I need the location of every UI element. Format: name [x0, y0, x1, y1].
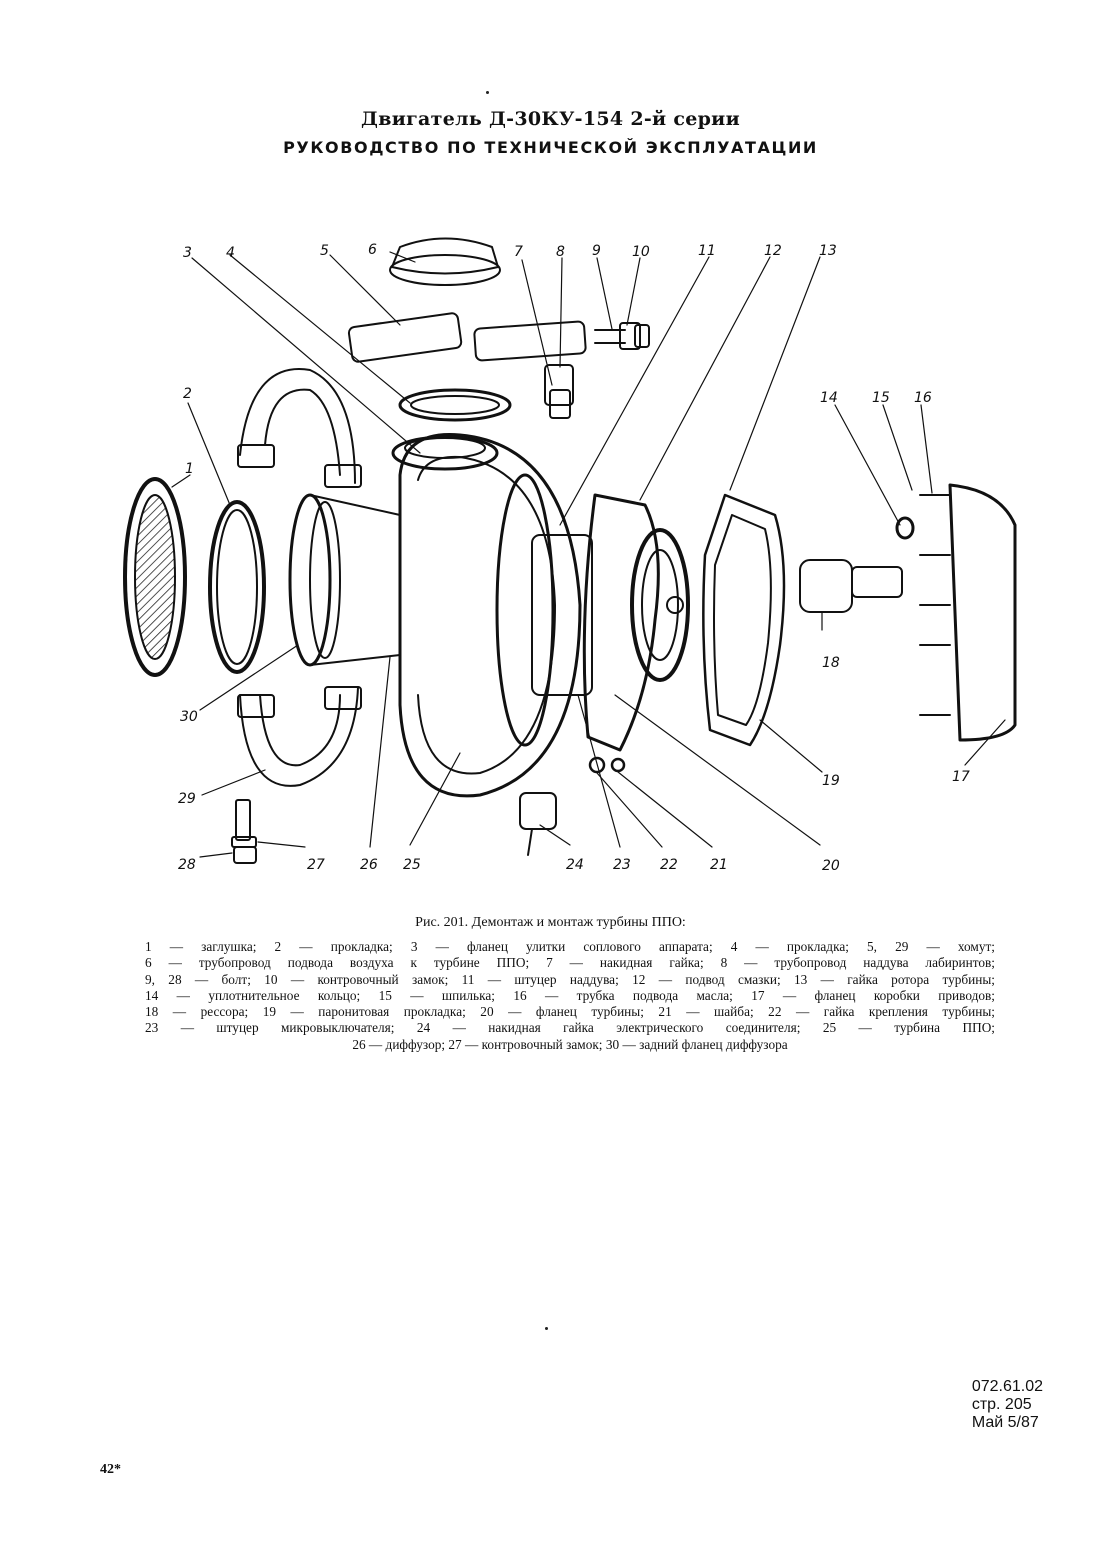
callout-1: 1 [185, 461, 194, 477]
callout-24: 24 [566, 857, 584, 873]
legend-line: 14 — уплотнительное кольцо; 15 — шпилька… [145, 987, 995, 1003]
part-diffuser [288, 493, 401, 667]
leader-lines [171, 251, 1006, 858]
callout-30: 30 [180, 709, 198, 725]
legend-line: 18 — рессора; 19 — паронитовая прокладка… [145, 1004, 995, 1020]
callout-22: 22 [660, 857, 678, 873]
callout-2: 2 [183, 386, 192, 402]
part-bolt-lock [594, 322, 650, 350]
callout-labels: 1 2 3 4 5 6 7 8 9 10 11 12 13 14 15 16 1… [178, 242, 970, 874]
callout-14: 14 [820, 390, 838, 406]
print-speck [486, 91, 489, 94]
part-paronite-gasket [702, 493, 786, 747]
part-turbine-volute [391, 433, 582, 798]
callout-21: 21 [710, 857, 728, 873]
header-title: Двигатель Д-30КУ-154 2-й серии [361, 108, 740, 130]
legend-line: 9, 28 — болт; 10 — контровочный замок; 1… [145, 971, 995, 987]
part-plug [123, 477, 187, 677]
callout-27: 27 [307, 857, 325, 873]
part-drive-box-flange [919, 483, 1017, 742]
part-turbine-body [495, 473, 593, 747]
callout-5: 5 [320, 243, 329, 259]
part-fastening-nut [588, 756, 606, 774]
part-turbine-flange [582, 493, 690, 752]
callout-8: 8 [556, 244, 565, 260]
callout-25: 25 [403, 857, 421, 873]
callout-12: 12 [764, 243, 782, 259]
part-air-supply-pipe [389, 237, 501, 286]
part-washer [610, 757, 626, 773]
callout-17: 17 [952, 769, 970, 785]
callout-11: 11 [698, 243, 716, 259]
legend-line: 6 — трубопровод подвода воздуха к турбин… [145, 955, 995, 971]
sheet-mark: 42* [100, 1462, 121, 1477]
callout-7: 7 [514, 244, 523, 260]
callout-20: 20 [822, 858, 840, 874]
callout-10: 10 [632, 244, 650, 260]
legend-line: 26 — диффузор; 27 — контровочный замок; … [352, 1036, 788, 1052]
callout-26: 26 [360, 857, 378, 873]
header-subtitle: РУКОВОДСТВО ПО ТЕХНИЧЕСКОЙ ЭКСПЛУАТАЦИИ [283, 138, 818, 157]
page-number: стр. 205 [971, 1396, 1032, 1413]
part-volute-flange [398, 388, 512, 422]
doc-code: 072.61.02 [971, 1378, 1043, 1395]
callout-4: 4 [226, 245, 235, 261]
turbine-exploded-diagram: 1 2 3 4 5 6 7 8 9 10 11 12 13 14 15 16 1… [123, 237, 1017, 874]
doc-reference-block: 072.61.02 стр. 205 Май 5/87 [972, 1378, 1043, 1432]
callout-18: 18 [822, 655, 840, 671]
part-gasket-ring [208, 500, 266, 674]
callout-28: 28 [178, 857, 196, 873]
callout-13: 13 [819, 243, 837, 259]
part-connector-nut [519, 792, 557, 856]
callout-29: 29 [178, 791, 196, 807]
part-spline-shaft [799, 559, 903, 613]
callout-3: 3 [183, 245, 192, 261]
callout-15: 15 [872, 390, 890, 406]
part-clamp-small [347, 312, 587, 363]
legend-line: 1 — заглушка; 2 — прокладка; 3 — фланец … [145, 939, 995, 954]
figure-caption: Рис. 201. Демонтаж и монтаж турбины ППО: [415, 915, 686, 930]
callout-16: 16 [914, 390, 932, 406]
revision-date: Май 5/87 [971, 1414, 1039, 1431]
figure-legend: 1 — заглушка; 2 — прокладка; 3 — фланец … [145, 939, 995, 1053]
part-clamp-lower [237, 686, 362, 787]
part-bolt-bottom [231, 799, 257, 864]
part-o-ring [895, 516, 915, 540]
legend-line: 23 — штуцер микровыключателя; 24 — накид… [145, 1020, 995, 1036]
callout-6: 6 [368, 242, 377, 258]
part-flange-gasket [410, 395, 500, 415]
callout-23: 23 [613, 857, 631, 873]
callout-19: 19 [822, 773, 840, 789]
callout-9: 9 [592, 243, 601, 259]
part-clamp-upper [237, 368, 362, 488]
print-speck [545, 1327, 548, 1330]
part-labyrinth-pipe [544, 364, 574, 419]
